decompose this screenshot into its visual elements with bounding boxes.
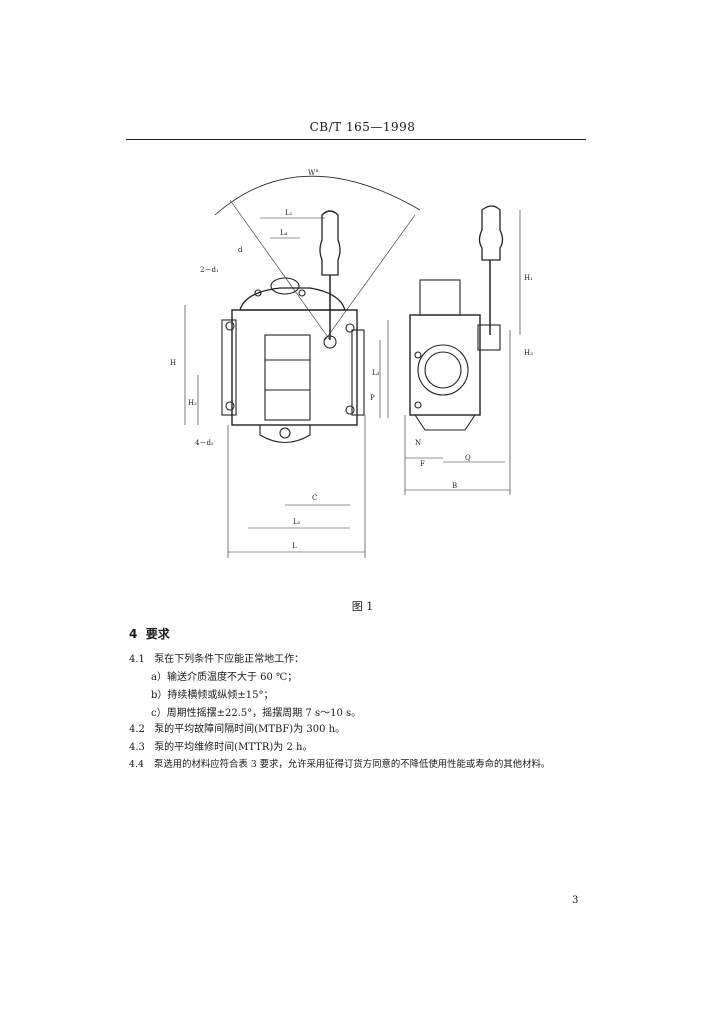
section-heading: 4 要求 xyxy=(129,625,170,642)
item-text: 泵的平均维修时间(MTTR)为 2 h。 xyxy=(154,742,313,753)
section-title: 要求 xyxy=(145,627,170,641)
cover-bolt-right xyxy=(298,289,306,297)
label-P: P xyxy=(370,394,375,402)
pump-body xyxy=(231,309,358,426)
side-base xyxy=(414,414,476,431)
item-number: 4.1 xyxy=(129,654,145,665)
label-B: B xyxy=(452,482,457,490)
pump-cover xyxy=(239,287,346,311)
figure-caption: 图 1 xyxy=(351,600,374,613)
bottom-port-hole xyxy=(279,427,291,439)
label-H1: H₁ xyxy=(524,274,533,282)
side-port xyxy=(417,344,469,396)
body-flange-right xyxy=(351,329,365,416)
label-N: N xyxy=(415,439,421,447)
section-number: 4 xyxy=(129,627,138,641)
item-4-1: 4.1 泵在下列条件下应能正常地工作： xyxy=(129,650,304,665)
page-number: 3 xyxy=(572,895,579,906)
running-header: CB/T 165—1998 xyxy=(309,120,416,134)
side-grip xyxy=(478,205,504,261)
item-text: b）持续横倾或纵倾±15°； xyxy=(151,690,274,701)
item-text: 泵的平均故障间隔时间(MTBF)为 300 h。 xyxy=(154,724,346,735)
handle-grip xyxy=(319,210,341,276)
label-H3: H₃ xyxy=(524,349,533,357)
bolt-ll xyxy=(225,401,235,411)
item-4-1-b: b）持续横倾或纵倾±15°； xyxy=(151,686,274,701)
item-text: 泵选用的材料应符合表 3 要求，允许采用征得订货方同意的不降低使用性能或寿命的其… xyxy=(153,759,551,770)
side-body xyxy=(409,314,481,416)
item-4-1-c: c）周期性摇摆±22.5°，摇摆周期 7 s～10 s。 xyxy=(151,704,361,719)
item-4-3: 4.3 泵的平均维修时间(MTTR)为 2 h。 xyxy=(129,738,312,753)
item-number: 4.4 xyxy=(129,759,144,770)
side-bolt-1 xyxy=(414,351,422,359)
label-d2: 4－d₂ xyxy=(195,439,214,447)
item-4-4: 4.4 泵选用的材料应符合表 3 要求，允许采用征得订货方同意的不降低使用性能或… xyxy=(129,756,550,770)
item-text: c）周期性摇摆±22.5°，摇摆周期 7 s～10 s。 xyxy=(151,708,362,719)
label-H: H xyxy=(170,359,176,367)
item-number: 4.2 xyxy=(129,724,145,735)
pivot xyxy=(323,335,337,349)
item-text: a）输送介质温度不大于 60 ℃； xyxy=(151,672,298,683)
item-4-1-a: a）输送介质温度不大于 60 ℃； xyxy=(151,668,297,683)
label-d1: 2－d₁ xyxy=(200,266,219,274)
label-L: L xyxy=(292,542,297,550)
bolt-ul xyxy=(225,321,235,331)
swing-arc xyxy=(214,175,421,216)
label-L4: L₄ xyxy=(280,229,288,237)
side-port-inner xyxy=(424,351,462,389)
label-d: d xyxy=(238,246,243,254)
handle-axis-right xyxy=(324,214,416,341)
bottom-port xyxy=(259,425,311,444)
side-bolt-2 xyxy=(414,401,422,409)
header-rule xyxy=(126,139,586,140)
item-text: 泵在下列条件下应能正常地工作： xyxy=(154,654,305,665)
label-C: C xyxy=(312,494,317,502)
bolt-lr xyxy=(345,405,355,415)
side-top xyxy=(419,279,461,316)
cover-boss xyxy=(270,277,300,295)
label-angle: W° xyxy=(308,169,319,177)
body-flange-left xyxy=(221,319,237,416)
bolt-ur xyxy=(345,323,355,333)
label-L1: L₁ xyxy=(285,209,293,217)
label-Q: Q xyxy=(465,454,471,462)
cover-bolt-left xyxy=(254,289,262,297)
label-H2: H₂ xyxy=(188,399,197,407)
pump-drawing-svg: W° L₁ L₄ d 2－d₁ H H₂ 4－d₂ C L₂ L H₁ H₃ L… xyxy=(170,169,533,558)
item-number: 4.3 xyxy=(129,742,145,753)
pump-drawing: W° L₁ L₄ d 2－d₁ H H₂ 4－d₂ C L₂ L H₁ H₃ L… xyxy=(160,160,540,580)
side-lever-block xyxy=(477,324,501,351)
label-L2: L₂ xyxy=(293,518,301,526)
inner-cylinder xyxy=(264,334,311,421)
item-4-2: 4.2 泵的平均故障间隔时间(MTBF)为 300 h。 xyxy=(129,720,345,735)
handle-axis-left xyxy=(229,199,331,341)
label-F: F xyxy=(420,460,425,468)
label-L3: L₃ xyxy=(372,369,380,377)
